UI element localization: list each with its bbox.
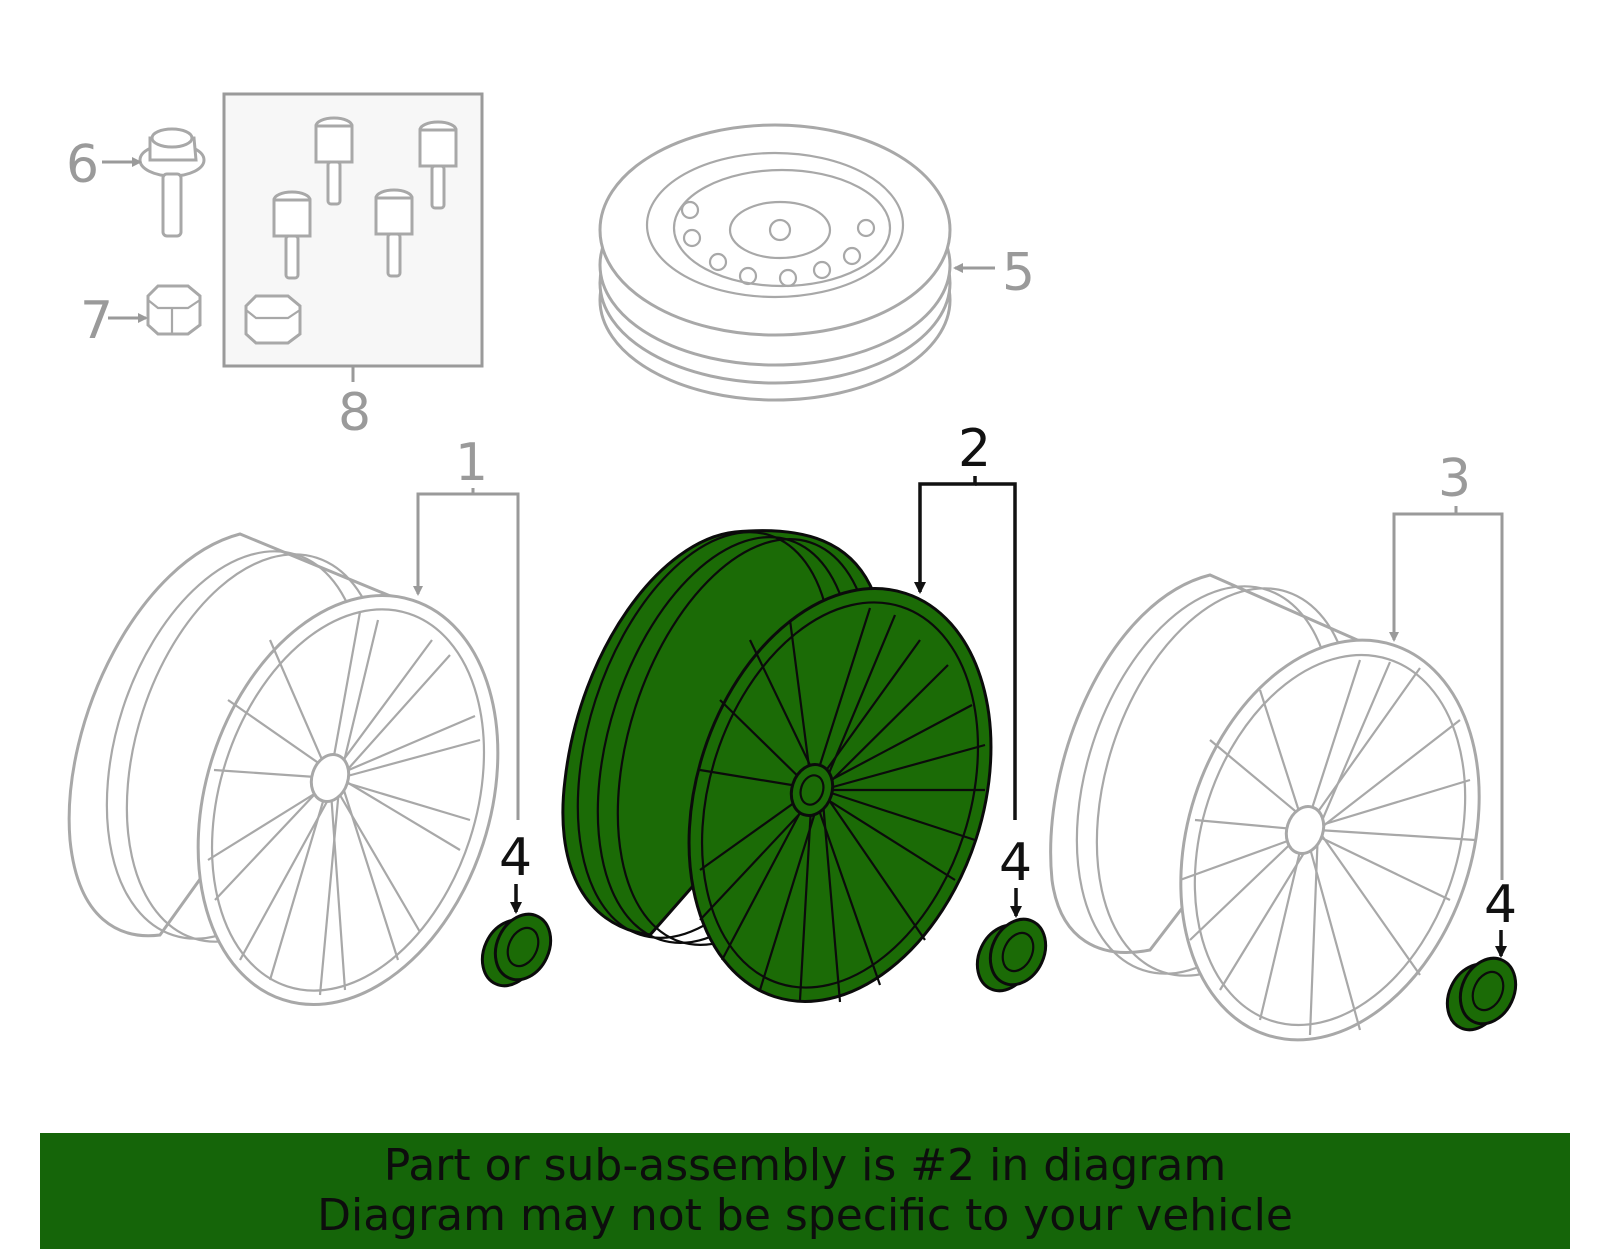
callout-2: 2 [958, 419, 991, 479]
callout-6: 6 [66, 135, 99, 195]
center-cap-b [975, 917, 1048, 993]
callout-4-a: 4 [499, 828, 532, 888]
lug-nut-cap-part [146, 284, 202, 336]
lug-bolt-part [138, 127, 206, 238]
callout-3: 3 [1438, 449, 1471, 509]
callout-5: 5 [1002, 243, 1035, 303]
center-cap-c [1445, 956, 1518, 1032]
wheel-option-3 [1049, 573, 1481, 1042]
wheel-lock-kit-part [222, 92, 484, 368]
callout-4-c: 4 [1484, 875, 1517, 935]
spare-tire-part [598, 123, 952, 402]
callout-4-b: 4 [999, 833, 1032, 893]
banner-line-part-number: Part or sub-assembly is #2 in diagram [383, 1140, 1227, 1191]
diagram-notice-banner: Part or sub-assembly is #2 in diagram Di… [40, 1133, 1570, 1249]
wheel-option-2-highlighted [561, 529, 993, 1003]
center-cap-a [480, 912, 553, 988]
banner-line-disclaimer: Diagram may not be specific to your vehi… [317, 1190, 1293, 1241]
wheel-option-1 [67, 532, 500, 1006]
callout-8: 8 [338, 383, 371, 443]
callout-1: 1 [455, 433, 488, 493]
callout-7: 7 [80, 291, 113, 351]
